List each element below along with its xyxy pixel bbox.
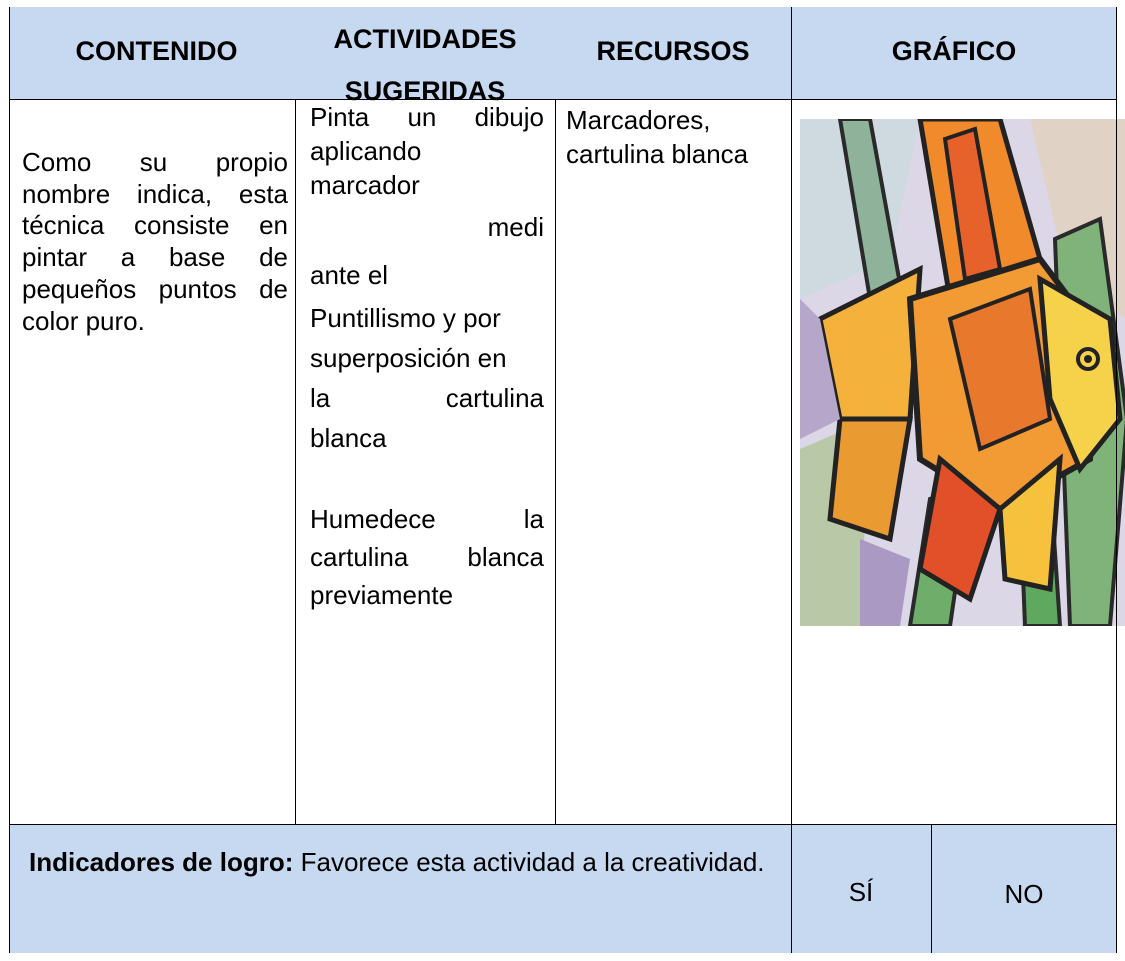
header-grafico: GRÁFICO bbox=[891, 36, 1017, 66]
recursos-text: Marcadores, cartulina blanca bbox=[566, 105, 749, 169]
indicadores-label: Indicadores de logro: bbox=[29, 847, 294, 877]
border-top bbox=[9, 7, 1117, 8]
header-actividades: ACTIVIDADES SUGERIDAS bbox=[295, 11, 555, 119]
contenido-text: Como su propio nombre indica, esta técni… bbox=[22, 147, 288, 336]
fish-painting-image bbox=[800, 119, 1125, 626]
header-recursos: RECURSOS bbox=[596, 36, 750, 66]
actividad-line: previamente bbox=[310, 580, 454, 610]
border-col-4 bbox=[931, 824, 932, 953]
header-row bbox=[9, 7, 1117, 99]
border-left bbox=[9, 7, 10, 953]
indicator-row bbox=[9, 824, 1117, 953]
option-si[interactable]: SÍ bbox=[848, 877, 874, 907]
border-col-1 bbox=[295, 99, 296, 825]
actividad-line: Humedece la bbox=[310, 504, 544, 534]
actividad-line: Pinta un dibujo bbox=[310, 102, 544, 132]
indicadores-text: Indicadores de logro: Favorece esta acti… bbox=[29, 842, 789, 884]
border-header-bottom bbox=[9, 99, 1117, 100]
actividad-line: blanca bbox=[310, 423, 387, 453]
actividad-line: superposición en bbox=[310, 343, 507, 373]
actividad-line: aplicando bbox=[310, 136, 422, 166]
border-right bbox=[1116, 7, 1117, 953]
header-contenido: CONTENIDO bbox=[75, 36, 238, 66]
border-col-2 bbox=[555, 99, 556, 825]
actividad-line: Puntillismo y por bbox=[310, 303, 501, 333]
header-actividades-line1: ACTIVIDADES bbox=[333, 24, 517, 54]
actividad-line: medi bbox=[487, 212, 544, 242]
border-row-bottom bbox=[9, 824, 1117, 825]
activity-table: CONTENIDO ACTIVIDADES SUGERIDAS RECURSOS… bbox=[9, 7, 1125, 953]
actividad-line: la cartulina bbox=[310, 383, 544, 413]
actividad-line: cartulina blanca bbox=[310, 542, 544, 572]
actividad-line: marcador bbox=[310, 170, 420, 200]
indicadores-description: Favorece esta actividad a la creatividad… bbox=[293, 847, 765, 877]
actividad-line: ante el bbox=[310, 260, 389, 290]
header-actividades-line2: SUGERIDAS bbox=[344, 76, 506, 106]
border-col-3 bbox=[791, 7, 792, 953]
option-no[interactable]: NO bbox=[1004, 879, 1044, 909]
actividades-text: Pinta un dibujo aplicando marcador medi … bbox=[310, 100, 544, 614]
